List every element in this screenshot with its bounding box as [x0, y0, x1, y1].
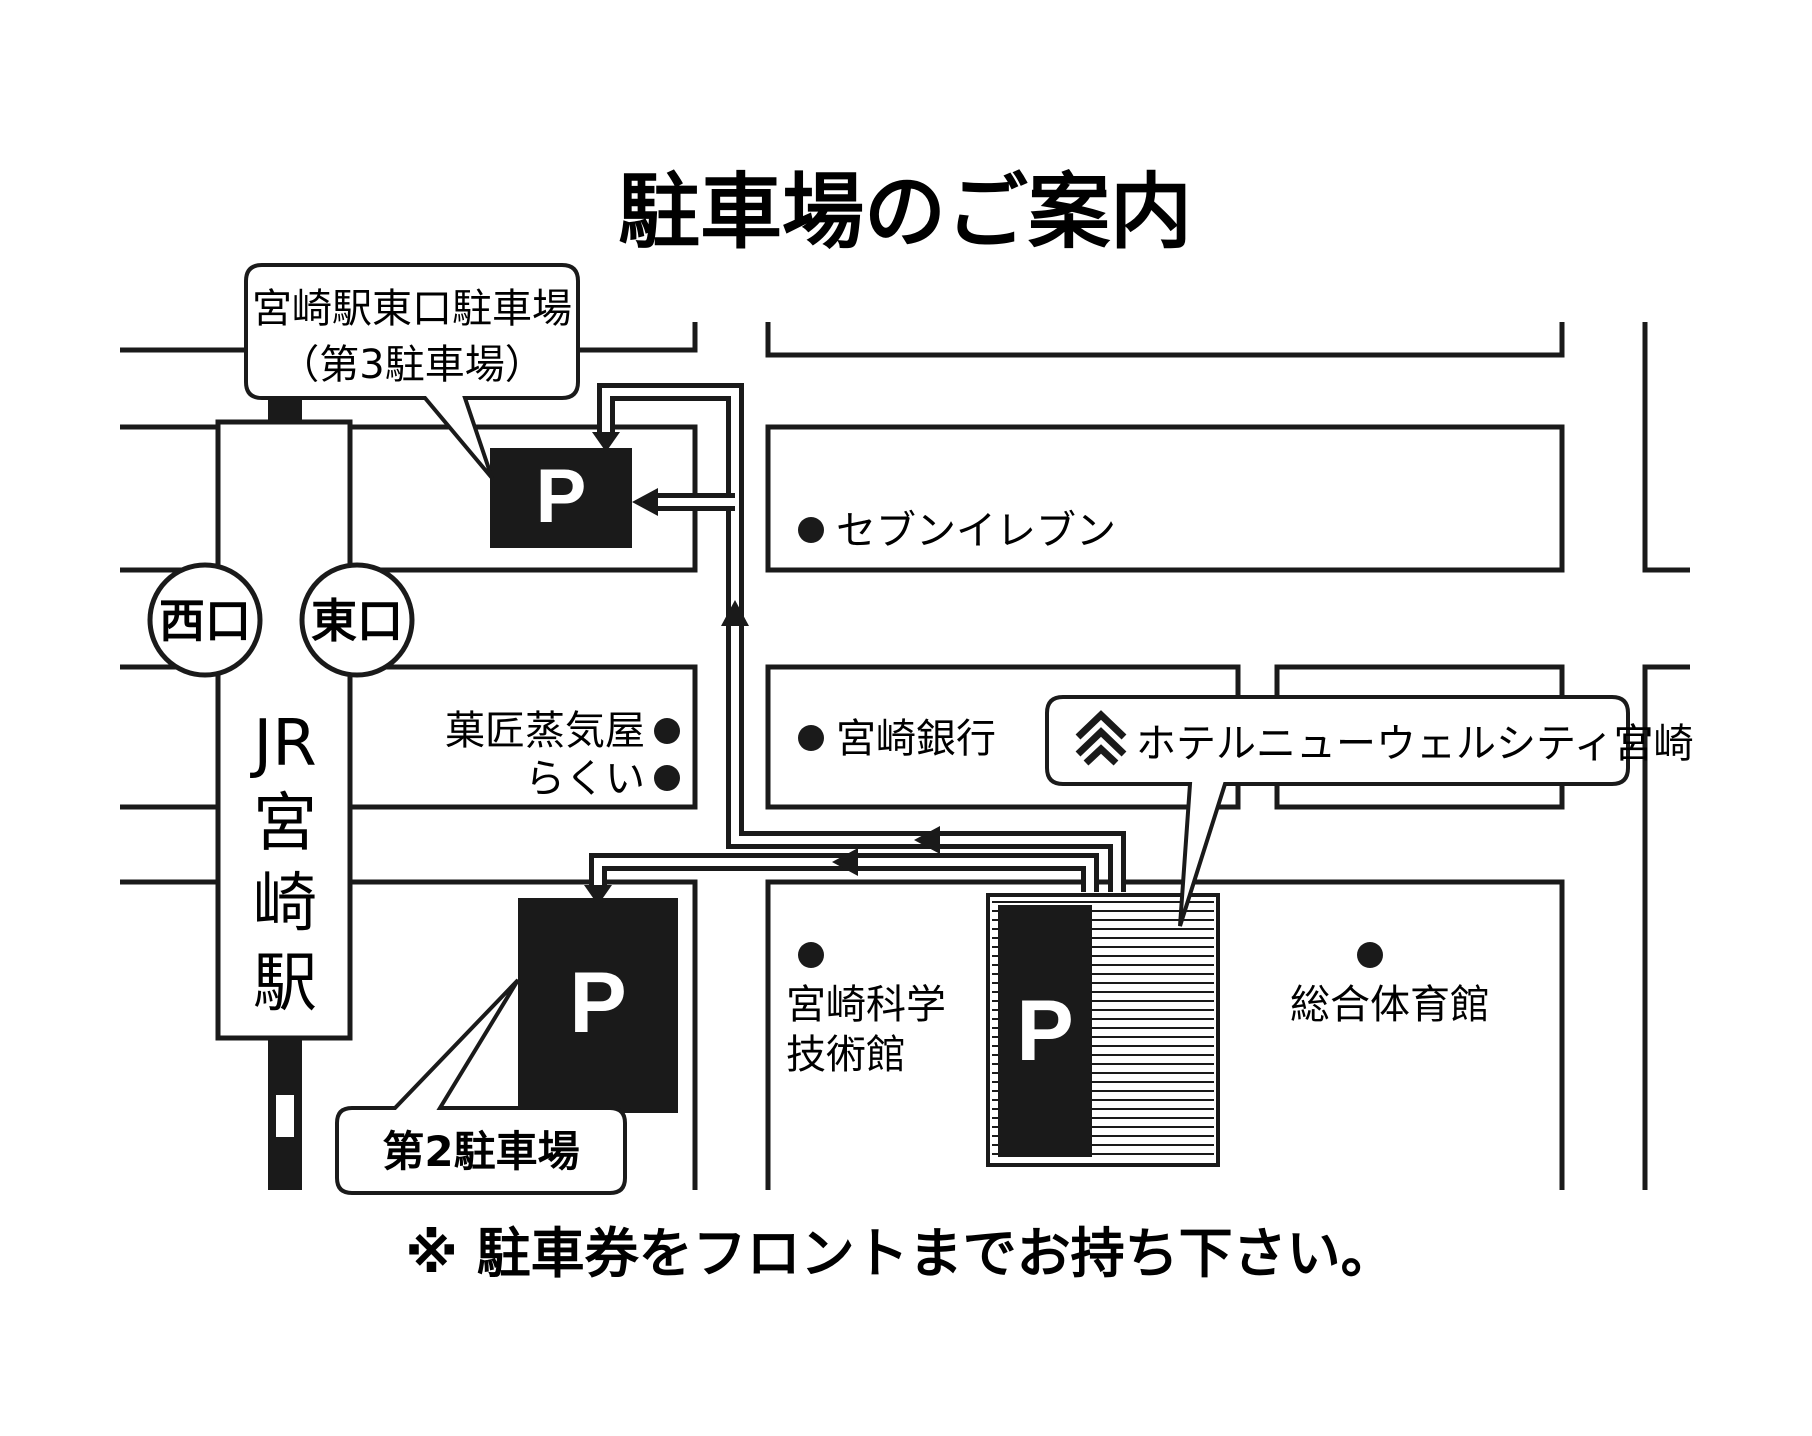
- lot3-callout: 宮崎駅東口駐車場 （第3駐車場）: [244, 263, 580, 480]
- landmark-kashou-line1: 菓匠蒸気屋: [445, 708, 645, 754]
- lot3-callout-line2: （第3駐車場）: [279, 342, 544, 388]
- arrow-left-icon: [914, 826, 940, 854]
- landmark-science-line1: 宮崎科学: [786, 982, 946, 1028]
- landmark-gym-label: 総合体育館: [1290, 982, 1490, 1028]
- hotel-name: ホテルニューウェルシティ宮崎: [1136, 721, 1694, 767]
- exit-east: 東口: [299, 562, 415, 678]
- railway: [215, 398, 353, 1190]
- landmark-dot-icon: [654, 765, 680, 791]
- landmark-bank-label: 宮崎銀行: [836, 716, 996, 762]
- hotel-diamond-logo-icon: [1075, 710, 1127, 766]
- landmark-dot-icon: [654, 718, 680, 744]
- parking-p-icon: P: [1016, 983, 1073, 1079]
- exit-west: 西口: [147, 562, 263, 678]
- route-arrowheads: [584, 432, 940, 905]
- landmark-dot-icon: [798, 517, 824, 543]
- arrow-up-icon: [721, 600, 749, 626]
- station-name-line4: 駅: [253, 947, 317, 1021]
- arrow-down-icon: [592, 432, 620, 452]
- landmark-dot-icon: [798, 725, 824, 751]
- road-edge: [1642, 664, 1690, 1190]
- road-edge: [120, 664, 698, 810]
- landmark-kashou: 菓匠蒸気屋 らくい: [445, 708, 680, 802]
- parking-lot-3: P: [490, 448, 632, 548]
- route: [589, 383, 1126, 892]
- landmark-dot-icon: [798, 942, 824, 968]
- station-building: [215, 419, 353, 1041]
- station-name-line2: 宮: [253, 787, 317, 861]
- lot3-callout-line1: 宮崎駅東口駐車場: [252, 286, 572, 332]
- landmark-bank: 宮崎銀行: [798, 716, 996, 762]
- road-edge: [765, 879, 1565, 1190]
- station-name: JR 宮 崎 駅: [249, 707, 317, 1021]
- hotel-parking: P: [986, 893, 1220, 1167]
- parking-p-icon: P: [536, 454, 587, 539]
- block-seven-eleven: [765, 424, 1565, 573]
- lot2-callout-label: 第2駐車場: [382, 1127, 579, 1176]
- station-name-line1: JR: [249, 707, 316, 781]
- road-edge: [1642, 322, 1690, 573]
- arrow-left-icon: [832, 848, 858, 876]
- arrow-down-icon: [584, 885, 612, 905]
- landmark-science-museum: 宮崎科学 技術館: [786, 942, 946, 1078]
- hotel-callout: ホテルニューウェルシティ宮崎: [1045, 695, 1694, 927]
- parking-lot-2: P: [518, 898, 678, 1113]
- landmark-seven-eleven: セブンイレブン: [798, 508, 1116, 554]
- footer-note: ※ 駐車券をフロントまでお持ち下さい。: [405, 1222, 1394, 1285]
- exit-west-label: 西口: [159, 594, 251, 648]
- landmark-gym: 総合体育館: [1290, 942, 1490, 1028]
- page-title: 駐車場のご案内: [618, 165, 1192, 260]
- arrow-left-icon: [632, 488, 658, 516]
- road-edge: [765, 322, 1565, 358]
- station-name-line3: 崎: [253, 867, 317, 941]
- lot2-callout: 第2駐車場: [335, 978, 627, 1195]
- landmark-science-line2: 技術館: [786, 1032, 906, 1078]
- landmark-seven-eleven-label: セブンイレブン: [836, 508, 1116, 554]
- landmark-kashou-line2: らくい: [525, 756, 645, 802]
- parking-p-icon: P: [569, 955, 626, 1051]
- exit-east-label: 東口: [311, 594, 403, 648]
- landmark-dot-icon: [1357, 942, 1383, 968]
